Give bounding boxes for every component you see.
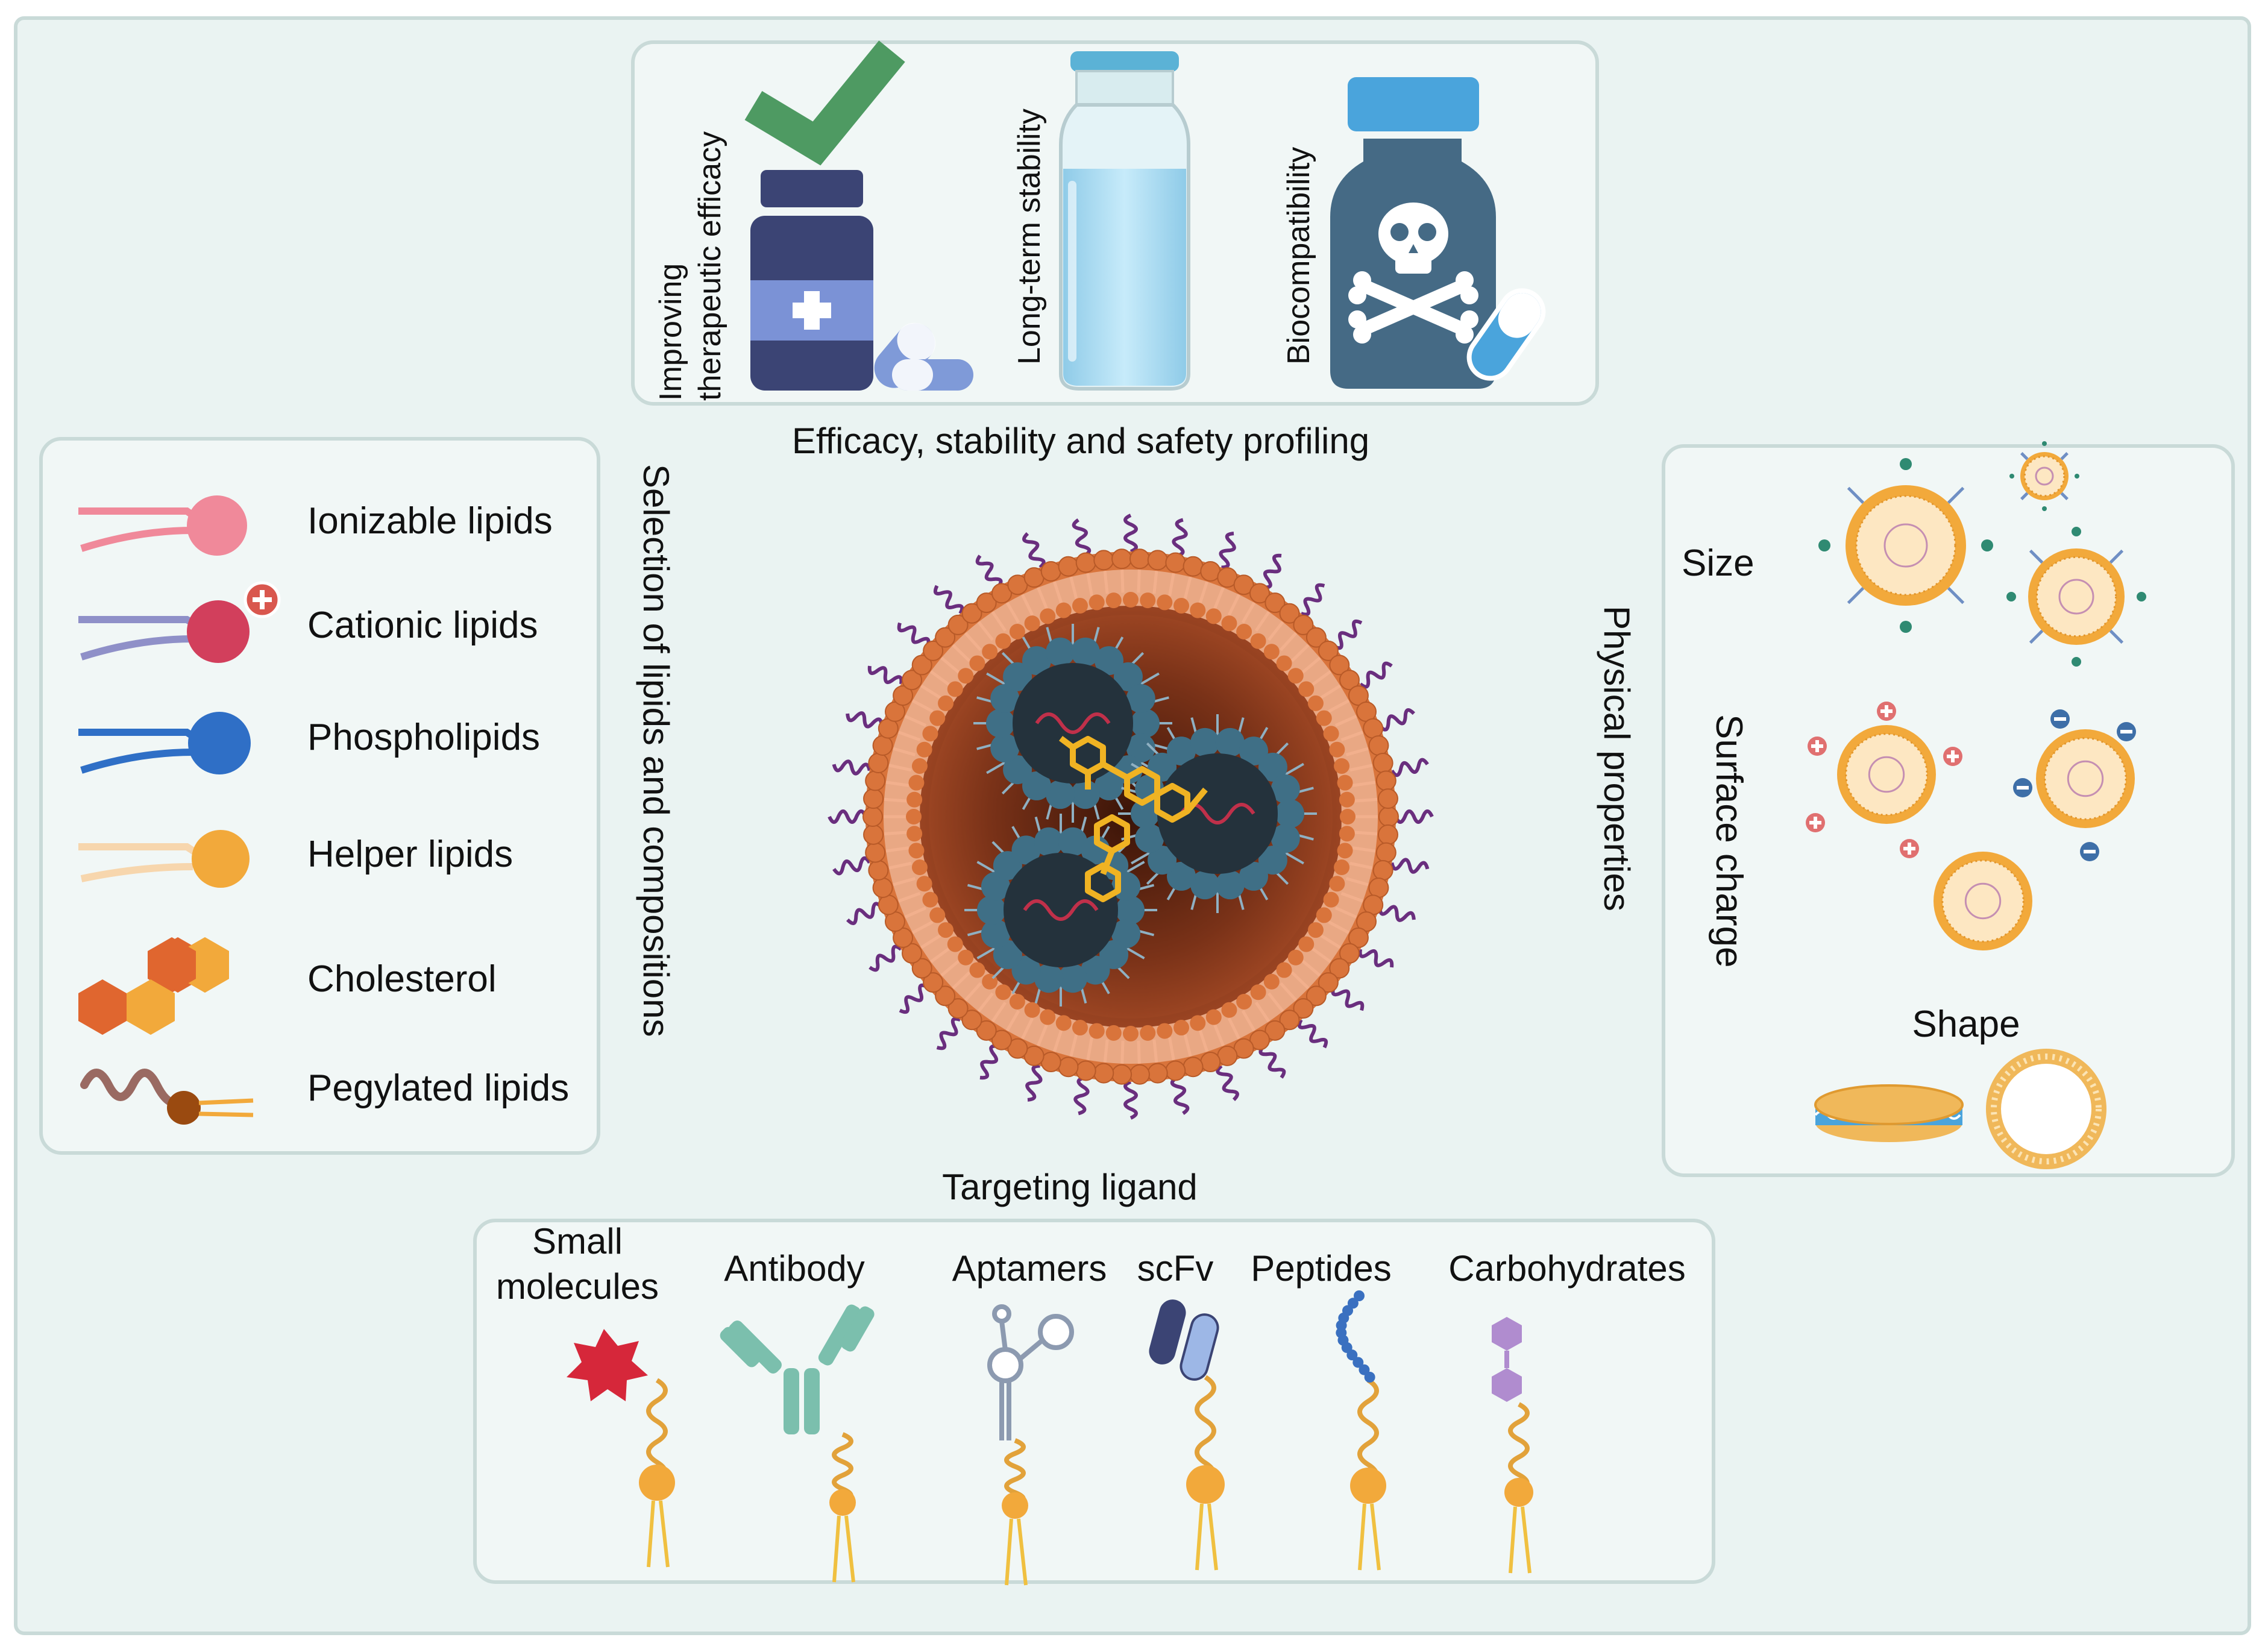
cationic-lipid-icon (78, 581, 281, 663)
right-section-title: Physical properties (1597, 606, 1637, 911)
positive-charge-icon (1806, 813, 1825, 832)
nanoparticle-icon (1818, 458, 1993, 633)
scfv-icon (1149, 1299, 1219, 1381)
negative-charge-icon (2117, 722, 2136, 741)
nanoparticle-icon (2009, 441, 2079, 511)
nanoparticle-icon (2036, 729, 2135, 828)
left-panel: Ionizable lipids Cationic lipids Phospho… (39, 437, 600, 1155)
shape-label: Shape (1912, 1003, 2020, 1045)
vial-icon (1059, 51, 1190, 391)
positive-charge-icon (1943, 747, 1962, 766)
size-label: Size (1682, 542, 1755, 584)
helper-lipid-icon (78, 830, 250, 888)
medicine-bottle-check-icon (744, 40, 973, 391)
nanoparticle-icon (1934, 852, 2032, 950)
positive-charge-icon (1808, 736, 1827, 756)
biocompatibility-label: Biocompatibility (1281, 147, 1316, 365)
nanoparticle-icon (1837, 725, 1936, 824)
aptamer-icon (987, 1304, 1074, 1440)
phospholipid-icon (78, 712, 251, 774)
pegylated-lipids-label: Pegylated lipids (307, 1067, 569, 1109)
ionizable-lipids-label: Ionizable lipids (307, 500, 553, 542)
long-term-stability-label: Long-term stability (1012, 108, 1047, 365)
scfv-label: scFv (1137, 1248, 1214, 1289)
top-section-title: Efficacy, stability and safety profiling (792, 421, 1369, 461)
small-label: Small (532, 1221, 623, 1261)
antibody-label: Antibody (724, 1248, 865, 1289)
pegylated-lipid-icon (80, 1069, 254, 1125)
lipid-nanoparticle-illustration (828, 514, 1434, 1120)
carbohydrates-label: Carbohydrates (1448, 1248, 1686, 1289)
negative-charge-icon (2050, 709, 2070, 729)
surface-charge-label: Surface charge (1708, 714, 1750, 967)
right-panel: Size Surface charge Shape (1662, 441, 2235, 1177)
vesicle-shape-icon (1986, 1049, 2106, 1169)
positive-charge-icon (1900, 839, 1919, 858)
ionizable-lipid-icon (78, 495, 247, 556)
positive-charge-icon (1877, 702, 1896, 721)
peptides-label: Peptides (1251, 1248, 1392, 1289)
nanoparticle-icon (2006, 527, 2146, 667)
bottom-section-title: Targeting ligand (942, 1167, 1198, 1207)
negative-charge-icon (2080, 842, 2099, 861)
phospholipids-label: Phospholipids (307, 717, 540, 758)
carbohydrate-icon (1492, 1317, 1522, 1402)
antibody-icon (720, 1304, 875, 1434)
negative-charge-icon (2013, 778, 2032, 797)
therapeutic-efficacy-label: therapeutic efficacy (693, 131, 727, 401)
cholesterol-icon (78, 937, 229, 1035)
small-molecule-icon (567, 1329, 648, 1401)
cationic-lipids-label: Cationic lipids (307, 605, 538, 646)
toxic-bottle-icon (1330, 77, 1546, 389)
aptamers-label: Aptamers (952, 1248, 1107, 1289)
top-panel: Improving therapeutic efficacy Long-term… (631, 40, 1599, 461)
bottom-panel: Small molecules Antibody Aptamers scFv P… (473, 1219, 1715, 1586)
disc-shape-icon (1814, 1084, 1964, 1142)
left-section-title: Selection of lipids and compositions (636, 464, 676, 1037)
molecules-label: molecules (496, 1266, 659, 1307)
improving-label: Improving (653, 263, 688, 401)
peptide-icon (1336, 1290, 1375, 1383)
helper-lipids-label: Helper lipids (307, 834, 513, 875)
cholesterol-label: Cholesterol (307, 958, 497, 1000)
